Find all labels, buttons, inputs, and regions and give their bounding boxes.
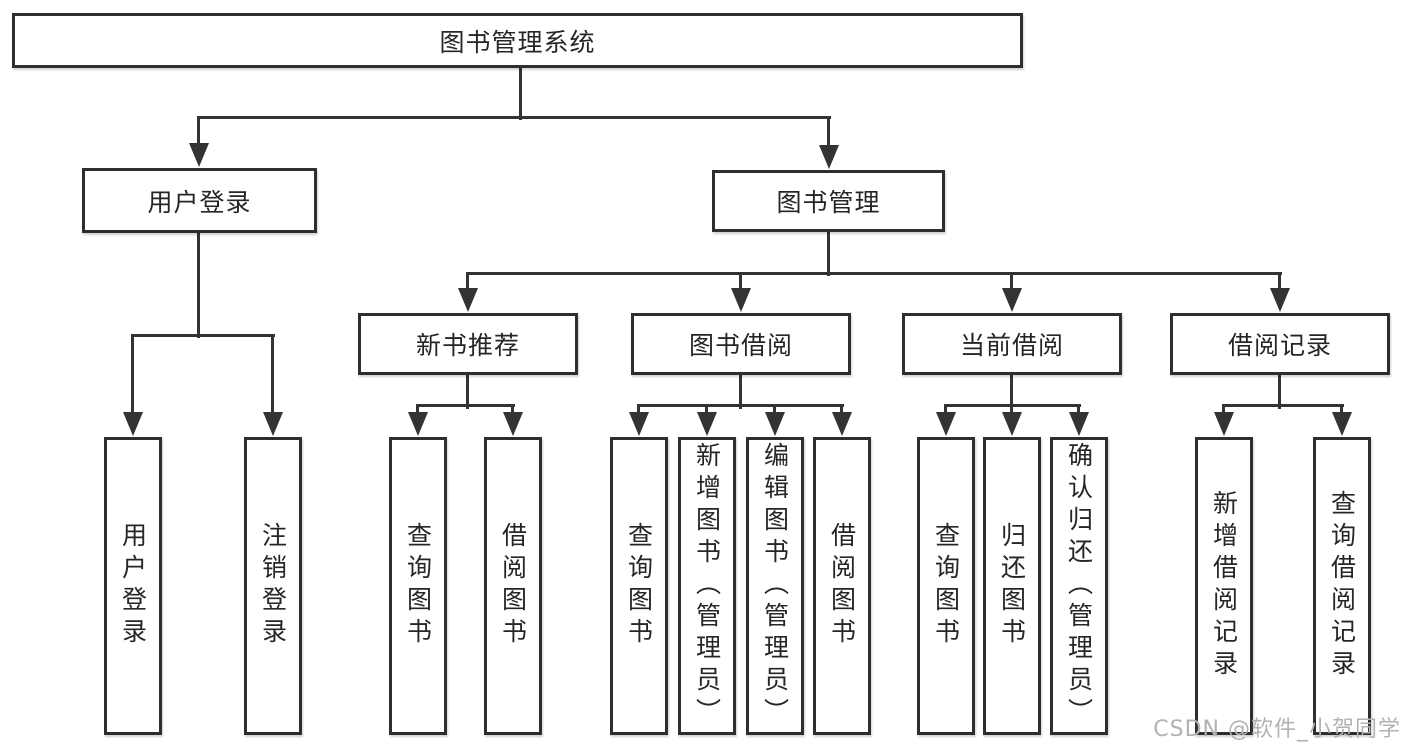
connector-line bbox=[1010, 274, 1013, 295]
leaf-query-books-borrow-label: 查询图书 bbox=[624, 522, 654, 650]
node-book-borrowing-label: 图书借阅 bbox=[688, 331, 793, 360]
connector-line bbox=[739, 274, 742, 295]
connector-line bbox=[637, 404, 844, 407]
connector-line bbox=[519, 68, 522, 120]
node-root-label: 图书管理系统 bbox=[439, 27, 596, 57]
leaf-user-login: 用户登录 bbox=[104, 437, 162, 735]
node-new-book-recommend-label: 新书推荐 bbox=[415, 331, 520, 360]
node-root: 图书管理系统 bbox=[12, 13, 1023, 68]
node-borrowing-records: 借阅记录 bbox=[1170, 313, 1390, 375]
arrow-down-icon bbox=[1002, 288, 1022, 312]
leaf-borrow-books-label: 借阅图书 bbox=[827, 522, 857, 650]
connector-line bbox=[197, 118, 200, 150]
leaf-logout: 注销登录 bbox=[244, 437, 302, 735]
connector-line bbox=[416, 404, 515, 407]
connector-line bbox=[131, 334, 275, 337]
leaf-borrow-books-recommend-label: 借阅图书 bbox=[498, 522, 528, 650]
node-current-borrowing-label: 当前借阅 bbox=[959, 331, 1064, 360]
connector-line bbox=[466, 274, 469, 295]
arrow-down-icon bbox=[263, 412, 283, 436]
leaf-query-borrow-record: 查询借阅记录 bbox=[1313, 437, 1371, 735]
arrow-down-icon bbox=[1069, 412, 1089, 436]
arrow-down-icon bbox=[1002, 412, 1022, 436]
arrow-down-icon bbox=[731, 288, 751, 312]
connector-line bbox=[197, 233, 200, 338]
leaf-return-books: 归还图书 bbox=[983, 437, 1041, 735]
leaf-borrow-books: 借阅图书 bbox=[813, 437, 871, 735]
connector-line bbox=[197, 116, 831, 119]
leaf-user-login-label: 用户登录 bbox=[118, 522, 148, 650]
connector-line bbox=[827, 118, 830, 152]
leaf-query-books-borrow: 查询图书 bbox=[610, 437, 668, 735]
arrow-down-icon bbox=[1332, 412, 1352, 436]
connector-line bbox=[1222, 404, 1344, 407]
leaf-borrow-books-recommend: 借阅图书 bbox=[484, 437, 542, 735]
watermark: CSDN @软件_小贺同学 bbox=[1153, 717, 1401, 742]
node-new-book-recommend: 新书推荐 bbox=[358, 313, 578, 375]
node-current-borrowing: 当前借阅 bbox=[902, 313, 1122, 375]
connector-line bbox=[271, 336, 274, 418]
leaf-query-borrow-record-label: 查询借阅记录 bbox=[1327, 490, 1357, 682]
node-borrowing-records-label: 借阅记录 bbox=[1227, 331, 1332, 360]
node-user-login-branch: 用户登录 bbox=[82, 168, 317, 233]
arrow-down-icon bbox=[629, 412, 649, 436]
leaf-add-borrow-record: 新增借阅记录 bbox=[1195, 437, 1253, 735]
leaf-query-books-recommend: 查询图书 bbox=[389, 437, 447, 735]
connector-line bbox=[827, 232, 830, 276]
arrow-down-icon bbox=[503, 412, 523, 436]
arrow-down-icon bbox=[832, 412, 852, 436]
arrow-down-icon bbox=[819, 145, 839, 169]
leaf-query-books-current: 查询图书 bbox=[917, 437, 975, 735]
arrow-down-icon bbox=[765, 412, 785, 436]
connector-line bbox=[466, 375, 469, 409]
node-book-management: 图书管理 bbox=[712, 170, 945, 232]
connector-line bbox=[739, 375, 742, 409]
arrow-down-icon bbox=[697, 412, 717, 436]
leaf-query-books-current-label: 查询图书 bbox=[931, 522, 961, 650]
arrow-down-icon bbox=[408, 412, 428, 436]
leaf-confirm-return-admin: 确认归还（管理员） bbox=[1050, 437, 1108, 735]
leaf-add-books-admin: 新增图书（管理员） bbox=[678, 437, 736, 735]
leaf-edit-books-admin: 编辑图书（管理员） bbox=[746, 437, 804, 735]
arrow-down-icon bbox=[189, 143, 209, 167]
connector-line bbox=[1278, 274, 1281, 295]
leaf-add-borrow-record-label: 新增借阅记录 bbox=[1209, 490, 1239, 682]
arrow-down-icon bbox=[1270, 288, 1290, 312]
leaf-edit-books-admin-label: 编辑图书（管理员） bbox=[760, 442, 790, 730]
leaf-add-books-admin-label: 新增图书（管理员） bbox=[692, 442, 722, 730]
connector-line bbox=[466, 272, 1282, 275]
connector-line bbox=[1010, 375, 1013, 409]
connector-line bbox=[131, 336, 134, 418]
node-book-management-label: 图书管理 bbox=[776, 188, 881, 217]
leaf-return-books-label: 归还图书 bbox=[997, 522, 1027, 650]
leaf-confirm-return-admin-label: 确认归还（管理员） bbox=[1064, 442, 1094, 730]
connector-line bbox=[944, 404, 1081, 407]
arrow-down-icon bbox=[936, 412, 956, 436]
node-book-borrowing: 图书借阅 bbox=[631, 313, 851, 375]
leaf-query-books-recommend-label: 查询图书 bbox=[403, 522, 433, 650]
arrow-down-icon bbox=[458, 288, 478, 312]
leaf-logout-label: 注销登录 bbox=[258, 522, 288, 650]
arrow-down-icon bbox=[123, 412, 143, 436]
node-user-login-branch-label: 用户登录 bbox=[147, 187, 252, 217]
connector-line bbox=[1278, 375, 1281, 409]
arrow-down-icon bbox=[1214, 412, 1234, 436]
